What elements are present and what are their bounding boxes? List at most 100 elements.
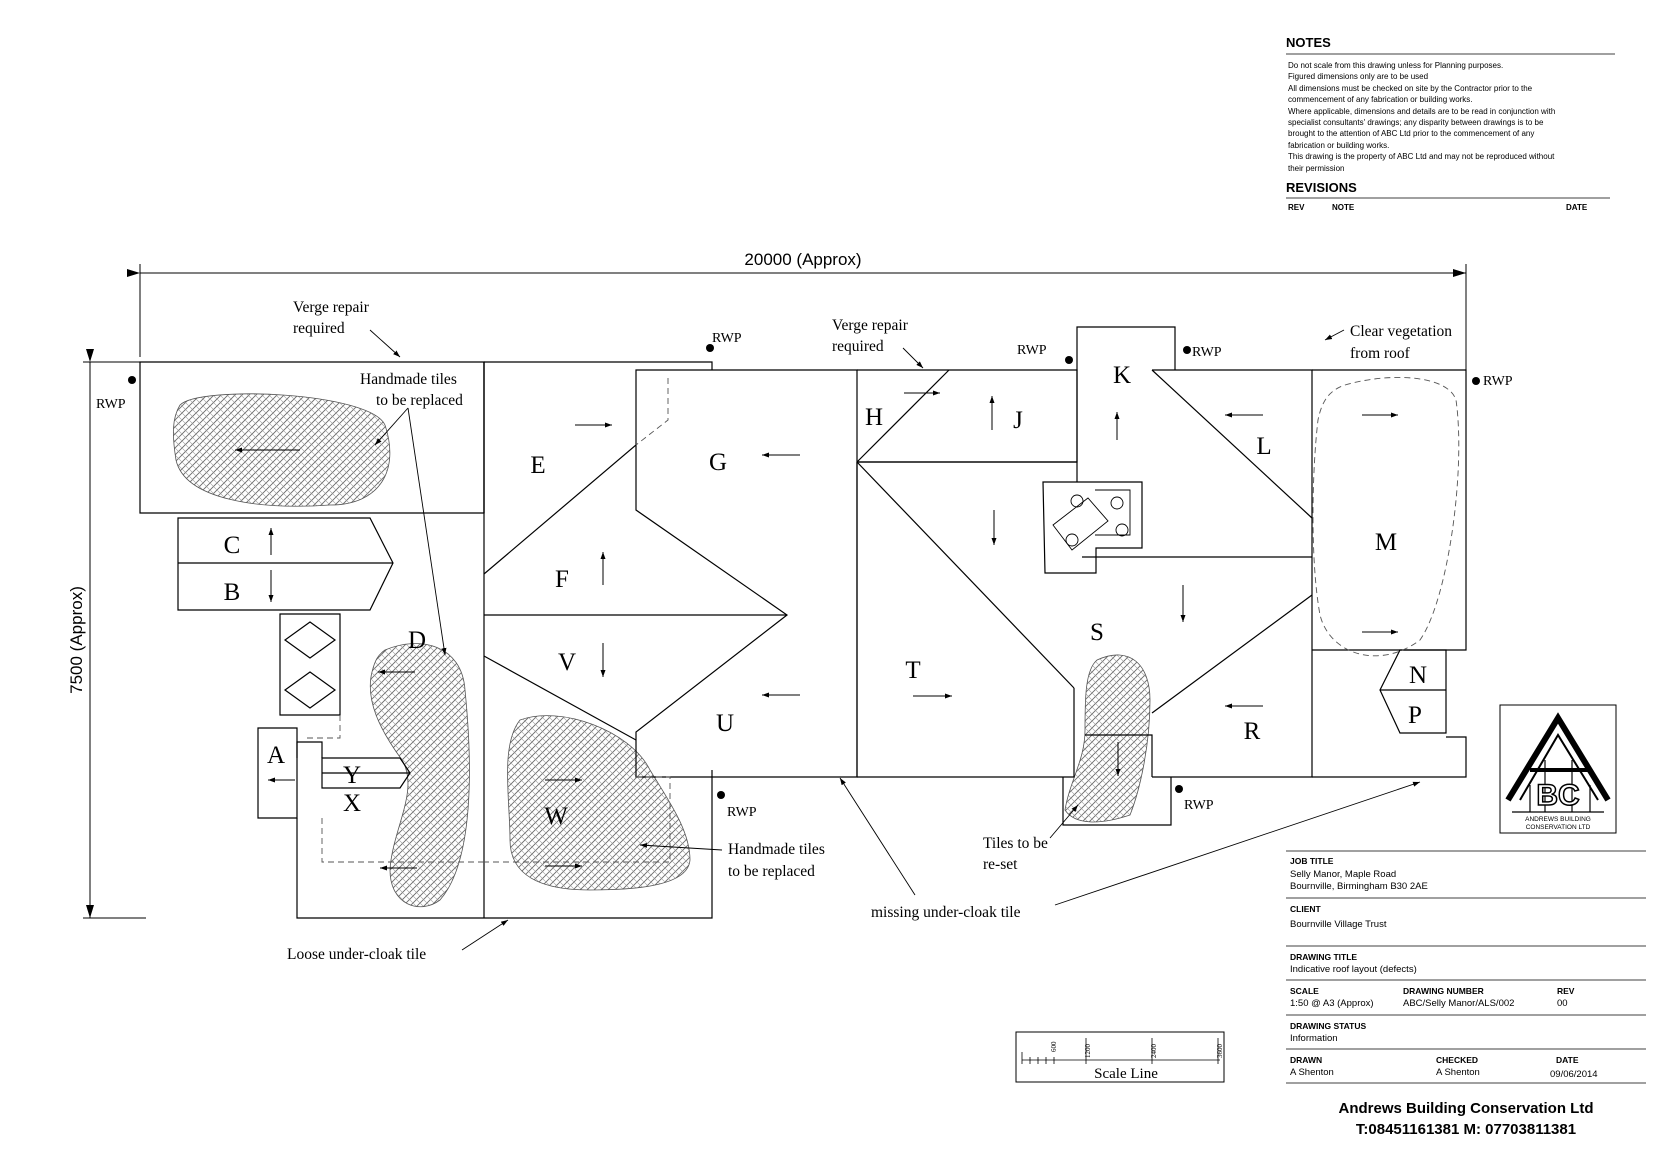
- drawing-status-label: DRAWING STATUS: [1290, 1021, 1367, 1031]
- dashed-outlines: [305, 377, 1460, 863]
- hatched-zone-w: [507, 715, 691, 891]
- annotation-tiles-reset: Tiles to be: [983, 835, 1048, 852]
- section-label-a: A: [267, 742, 285, 769]
- revisions-title: REVISIONS: [1286, 180, 1357, 195]
- rwp-label: RWP: [1192, 345, 1222, 360]
- section-label-g: G: [709, 449, 727, 476]
- scale-line-label: Scale Line: [1094, 1066, 1158, 1082]
- scale-value: 1:50 @ A3 (Approx): [1290, 998, 1374, 1009]
- logo-caption: ANDREWS BUILDING: [1525, 816, 1591, 823]
- rev-value: 00: [1557, 998, 1568, 1009]
- rwp-label: RWP: [1483, 374, 1513, 389]
- scale-tick-label: 2400: [1150, 1044, 1158, 1059]
- rwp-label: RWP: [1184, 798, 1214, 813]
- rwp-label: RWP: [96, 397, 126, 412]
- annotation-handmade-bottom: Handmade tiles: [728, 841, 825, 858]
- logo-caption: CONSERVATION LTD: [1526, 824, 1591, 831]
- roof-block-gu: [635, 369, 858, 778]
- section-label-l: L: [1256, 433, 1271, 460]
- drawn-value: A Shenton: [1290, 1067, 1334, 1078]
- notes-text: Do not scale from this drawing unless fo…: [1288, 60, 1618, 174]
- section-label-w: W: [544, 803, 568, 830]
- client-value: Bournville Village Trust: [1290, 919, 1387, 930]
- rwp-label: RWP: [712, 331, 742, 346]
- width-dimension-label: 20000 (Approx): [744, 250, 861, 269]
- section-label-x: X: [343, 790, 361, 817]
- section-label-h: H: [865, 404, 883, 431]
- chimney-stack-left: [279, 613, 341, 716]
- section-label-e: E: [530, 452, 545, 479]
- vegetation-zone-m: [1312, 377, 1460, 657]
- client-label: CLIENT: [1290, 904, 1321, 914]
- section-label-m: M: [1375, 529, 1397, 556]
- drawing-title-label: DRAWING TITLE: [1290, 952, 1358, 962]
- date-label: DATE: [1556, 1055, 1579, 1065]
- notes-title: NOTES: [1286, 35, 1331, 50]
- dimension-lines: [83, 264, 1467, 919]
- scale-tick-label: 1200: [1084, 1044, 1092, 1059]
- annotation-verge-mid: Verge repair: [832, 317, 909, 334]
- chimney-stack-centre: [1042, 481, 1143, 574]
- date-column-header: DATE: [1566, 203, 1588, 212]
- note-line: fabrication or building works.: [1288, 140, 1390, 150]
- height-dimension-label: 7500 (Approx): [67, 586, 86, 694]
- section-label-u: U: [716, 710, 734, 737]
- section-label-v: V: [558, 649, 576, 676]
- section-letters: C B A D Y X E F V W G U H J K L M T S R …: [224, 362, 1427, 830]
- drawing-number-label: DRAWING NUMBER: [1403, 986, 1484, 996]
- drawing-status-value: Information: [1290, 1033, 1338, 1044]
- title-block-rules: [1286, 850, 1646, 1084]
- section-label-c: C: [224, 532, 241, 559]
- company-phone: T:08451161381 M: 07703811381: [1355, 1121, 1577, 1138]
- note-line: their permission: [1288, 163, 1345, 173]
- rwp-label: RWP: [727, 805, 757, 820]
- chimney-k: [1076, 326, 1176, 370]
- annotation-handmade-top: Handmade tiles: [360, 371, 457, 388]
- note-line: Do not scale from this drawing unless fo…: [1288, 61, 1504, 70]
- annotation-leaders: [369, 329, 1421, 951]
- section-label-d: D: [408, 627, 426, 654]
- section-label-n: N: [1409, 662, 1427, 689]
- note-line: Figured dimensions only are to be used: [1288, 72, 1429, 82]
- header-rules: [1286, 53, 1615, 199]
- section-label-j: J: [1013, 407, 1023, 434]
- scale-tick-label: 3600: [1216, 1044, 1224, 1059]
- annotation-clear-vegetation: Clear vegetation: [1350, 323, 1452, 340]
- section-label-t: T: [905, 657, 920, 684]
- section-label-b: B: [224, 579, 241, 606]
- roof-s-lower-box: [1062, 777, 1172, 826]
- note-line: Where applicable, dimensions and details…: [1288, 106, 1556, 116]
- drawing-title-value: Indicative roof layout (defects): [1290, 964, 1417, 975]
- abc-logo: BC ANDREWS BUILDING CONSERVATION LTD: [1499, 704, 1617, 834]
- scale-line: 600 1200 2400 3600 Scale Line: [1015, 1031, 1225, 1083]
- annotation-tiles-reset: re-set: [983, 856, 1018, 873]
- scale-tick-label: 600: [1050, 1041, 1058, 1052]
- drawn-label: DRAWN: [1290, 1055, 1323, 1065]
- job-title-line-1: Selly Manor, Maple Road: [1290, 869, 1397, 880]
- rwp-labels: RWP RWP RWP RWP RWP RWP RWP: [96, 331, 1513, 820]
- logo-letters-bc: BC: [1536, 779, 1579, 812]
- job-title-label: JOB TITLE: [1290, 856, 1334, 866]
- section-label-y: Y: [343, 762, 361, 789]
- annotation-loose-undercloak: Loose under-cloak tile: [287, 946, 426, 963]
- annotation-verge-left: required: [293, 320, 345, 337]
- company-name: Andrews Building Conservation Ltd: [1338, 1100, 1594, 1117]
- note-line: specialist consultants' drawings; any di…: [1288, 118, 1544, 128]
- section-label-f: F: [555, 566, 569, 593]
- hatched-zone-d: [369, 643, 470, 908]
- fall-arrows: [235, 390, 1398, 871]
- rwp-markers: [128, 344, 1480, 799]
- section-label-p: P: [1408, 702, 1422, 729]
- rev-label: REV: [1557, 986, 1575, 996]
- drawing-number-value: ABC/Selly Manor/ALS/002: [1403, 998, 1515, 1009]
- note-line: This drawing is the property of ABC Ltd …: [1288, 152, 1555, 162]
- rev-column-header: REV: [1288, 203, 1305, 212]
- section-label-s: S: [1090, 619, 1104, 646]
- roof-wing-cb: [177, 517, 394, 611]
- note-line: commencement of any fabrication or build…: [1288, 95, 1473, 105]
- checked-value: A Shenton: [1436, 1067, 1480, 1078]
- section-label-r: R: [1244, 718, 1261, 745]
- scale-label: SCALE: [1290, 986, 1319, 996]
- annotation-handmade-bottom: to be replaced: [728, 863, 815, 880]
